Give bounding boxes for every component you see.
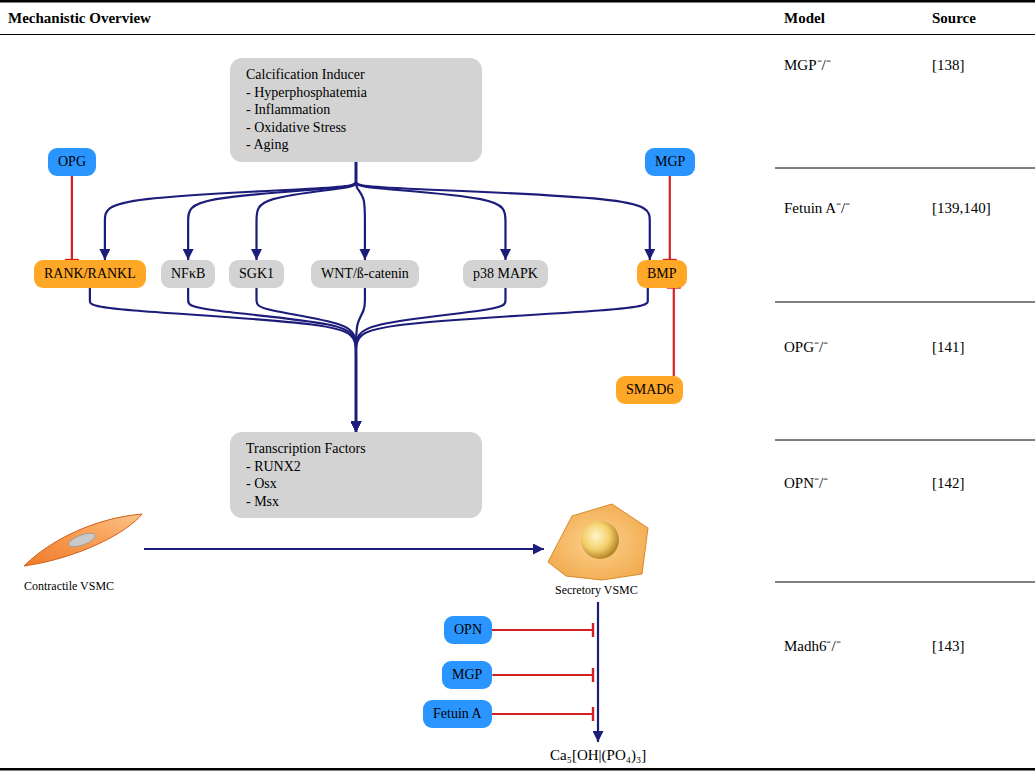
box-text: - Inflammation (246, 101, 466, 119)
inhibitor-box: OPN (444, 616, 492, 644)
box-text: - Msx (246, 493, 466, 511)
transcription-box: Transcription Factors- RUNX2- Osx- Msx (230, 432, 482, 518)
contractile-cell (24, 514, 142, 566)
inhibition-line (669, 176, 671, 261)
pathway-box: SGK1 (229, 260, 284, 288)
signal-arrow (356, 288, 505, 433)
source-ref: [138] (932, 56, 965, 74)
box-title: SGK1 (239, 265, 274, 283)
signal-arrow (90, 288, 356, 433)
box-text: - Osx (246, 475, 466, 493)
model-name: Fetuin A⁻/⁻ (784, 199, 850, 217)
box-title: BMP (647, 265, 677, 283)
box-title: Transcription Factors (246, 440, 466, 458)
signal-arrow (188, 162, 356, 261)
model-name: Madh6⁻/⁻ (784, 637, 841, 655)
table-rule (0, 768, 1035, 771)
pathway-box: NFκB (161, 260, 215, 288)
box-title: Fetuin A (433, 705, 482, 723)
box-title: WNT/ß-catenin (321, 265, 409, 283)
inhibition-line (492, 713, 593, 715)
box-title: MGP (452, 666, 482, 684)
mineralization-arrow (597, 602, 599, 742)
secretory-cell (548, 504, 648, 580)
row-rules (775, 168, 1035, 582)
signal-arrow (257, 162, 356, 261)
signal-arrow (105, 162, 356, 261)
table-rule (0, 34, 1035, 35)
pathway-box: p38 MAPK (463, 260, 548, 288)
inducer-box: Calcification Inducer- Hyperphosphatemia… (230, 58, 482, 162)
cell-label: Contractile VSMC (24, 579, 114, 593)
source-ref: [141] (932, 338, 965, 356)
box-title: OPG (58, 153, 86, 171)
model-name: OPN⁻/⁻ (784, 474, 828, 492)
inhibition-bar (592, 707, 594, 721)
inhibitor-box: MGP (442, 661, 492, 689)
cell-label: Secretory VSMC (555, 583, 638, 597)
pathway-box: WNT/ß-catenin (311, 260, 419, 288)
signal-arrow (356, 288, 365, 433)
pathway-box: RANK/RANKL (34, 260, 146, 288)
model-name: OPG⁻/⁻ (784, 338, 828, 356)
inhibitor-box: OPG (48, 148, 96, 176)
inhibition-bar (592, 668, 594, 682)
inhibition-line (492, 629, 593, 631)
box-title: Calcification Inducer (246, 66, 466, 84)
box-title: NFκB (171, 265, 205, 283)
inhibition-line (673, 288, 675, 377)
source-ref: [143] (932, 637, 965, 655)
column-header: Source (932, 9, 976, 27)
box-text: - Oxidative Stress (246, 119, 466, 137)
signal-arrow (356, 162, 505, 261)
pathway-box: BMP (637, 260, 687, 288)
column-header: Mechanistic Overview (8, 9, 151, 27)
mineral-formula: Ca₅[OH|(PO₄)₃] (550, 746, 646, 764)
box-title: SMAD6 (626, 381, 673, 399)
box-text: - RUNX2 (246, 458, 466, 476)
box-title: RANK/RANKL (44, 265, 136, 283)
model-name: MGP⁻/⁻ (784, 56, 831, 74)
box-text: - Aging (246, 136, 466, 154)
inhibition-line (492, 674, 593, 676)
signal-arrow (356, 288, 648, 433)
box-title: MGP (655, 153, 685, 171)
column-header: Model (784, 9, 825, 27)
inhibitor-box: SMAD6 (616, 376, 683, 404)
signal-arrow (188, 288, 356, 433)
box-title: OPN (454, 621, 482, 639)
inhibition-line (71, 176, 73, 261)
inhibitor-box: MGP (645, 148, 695, 176)
source-ref: [139,140] (932, 199, 991, 217)
signal-arrow (257, 288, 356, 433)
inhibition-bar (592, 623, 594, 637)
box-text: - Hyperphosphatemia (246, 84, 466, 102)
source-ref: [142] (932, 474, 965, 492)
signal-arrow (356, 162, 650, 261)
transition-arrow (144, 548, 544, 550)
signal-arrow (356, 162, 365, 261)
inhibitor-lines (492, 623, 593, 721)
inhibitor-box: Fetuin A (423, 700, 492, 728)
box-title: p38 MAPK (473, 265, 538, 283)
table-rule (0, 0, 1035, 3)
